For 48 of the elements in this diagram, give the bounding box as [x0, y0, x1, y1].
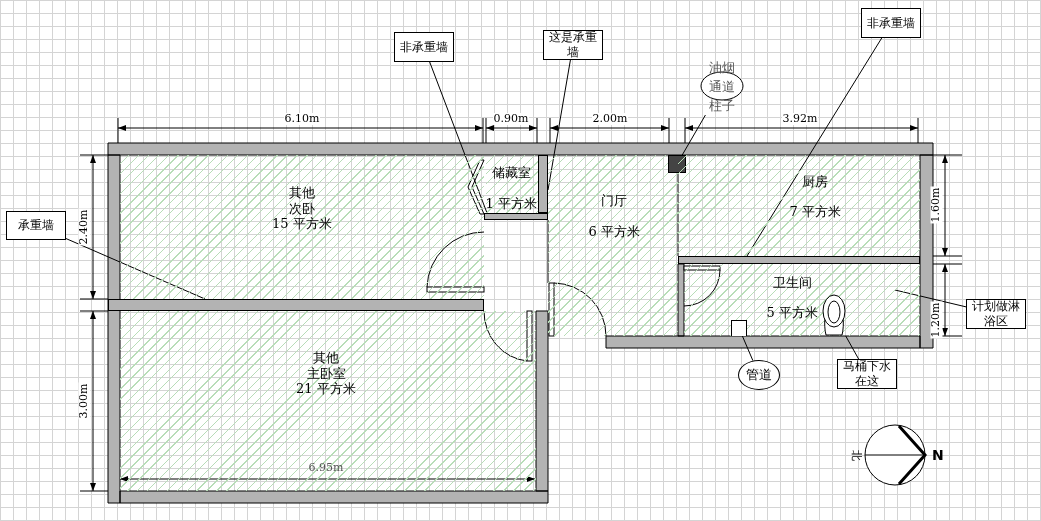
wall — [484, 213, 548, 220]
dimension-label: 3.92m — [781, 113, 819, 125]
leader-line — [681, 114, 706, 156]
dimension-label: 2.40m — [77, 208, 90, 246]
callout-box: 承重墙 — [6, 211, 66, 240]
pipe-symbol — [731, 320, 747, 336]
callout-box: 非承重墙 — [394, 32, 454, 62]
callout-box: 非承重墙 — [861, 8, 921, 38]
callout-box: 这是承重墙 — [543, 30, 603, 60]
wall — [678, 256, 920, 264]
room-label: 其他 — [289, 185, 315, 200]
dimension-label: 6.95m — [307, 462, 345, 474]
room-label: 门厅 — [601, 193, 627, 208]
room-label: 6 平方米 — [588, 224, 640, 239]
room-label: 厨房 — [802, 174, 828, 189]
room-label: 5 平方米 — [766, 305, 818, 320]
callout-ellipse: 管道 — [738, 360, 780, 390]
room-area — [684, 264, 920, 336]
room-label: 21 平方米 — [296, 381, 356, 396]
room-area — [120, 155, 484, 299]
room-label: 其他 — [313, 350, 339, 365]
leader-line — [845, 335, 860, 360]
dimension-label: 6.10m — [283, 113, 321, 125]
dimension-label: 0.90m — [492, 113, 530, 125]
room-area — [486, 155, 538, 213]
leader-line — [741, 335, 754, 362]
leader-line — [65, 238, 206, 300]
wall — [108, 299, 484, 311]
room-label: 7 平方米 — [789, 204, 841, 219]
room-label: 次卧 — [289, 201, 315, 216]
room-label: 主卧室 — [306, 366, 346, 381]
wall — [538, 155, 548, 213]
room-area — [120, 311, 536, 491]
compass-label: N — [931, 449, 945, 461]
callout-box: 计划做淋浴区 — [966, 299, 1026, 329]
room-area — [678, 155, 920, 256]
room-label: 15 平方米 — [272, 216, 332, 231]
dimension-label: 3.00m — [77, 382, 90, 420]
room-area — [548, 155, 678, 336]
room-label: 卫生间 — [772, 275, 812, 290]
dimension-label: 2.00m — [591, 113, 629, 125]
pillar — [668, 155, 686, 173]
room-label: 储藏室 — [491, 165, 531, 180]
compass-label: 北 — [849, 448, 861, 462]
callout-box: 马桶下水在这 — [837, 359, 897, 389]
leader-line — [894, 289, 967, 308]
room-label: 1 平方米 — [485, 196, 537, 211]
toilet-drawing — [822, 294, 846, 336]
